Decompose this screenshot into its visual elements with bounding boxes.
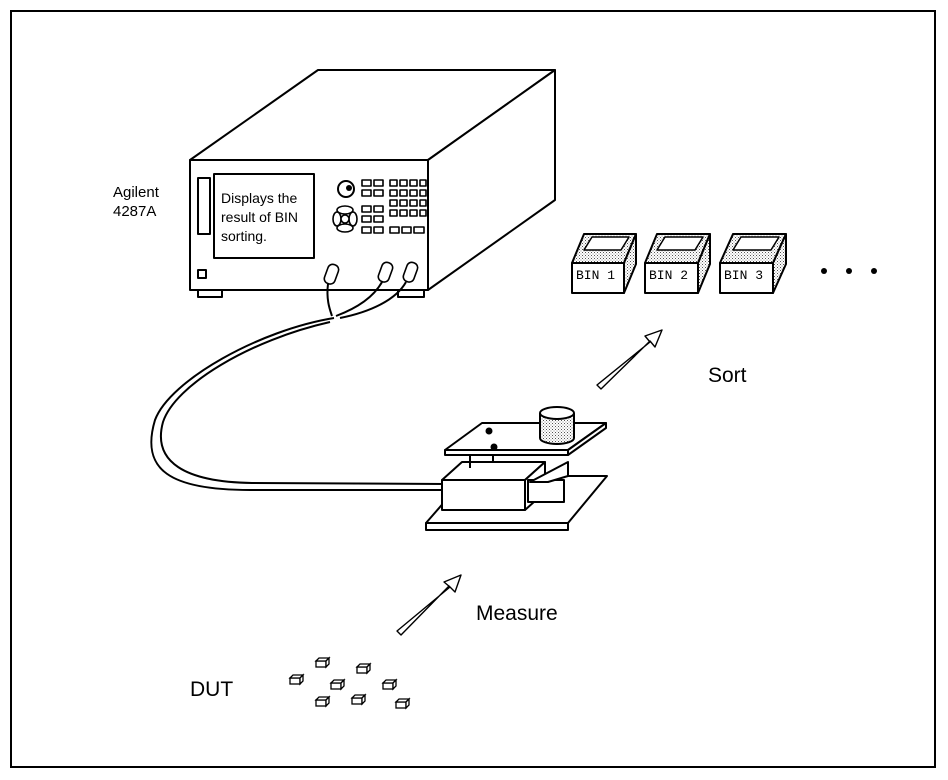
rotary-knob xyxy=(337,180,355,198)
instrument-name-line2: 4287A xyxy=(113,203,157,220)
instrument-display xyxy=(213,173,315,259)
measure-arrow xyxy=(396,574,462,636)
measure-label: Measure xyxy=(476,602,558,625)
keypad xyxy=(361,179,427,234)
sort-arrow xyxy=(596,329,663,390)
test-fixture xyxy=(425,406,608,531)
diagram-frame xyxy=(10,10,936,768)
test-cable xyxy=(150,281,446,491)
instrument-foot-right xyxy=(397,289,425,298)
instrument-name-line1: Agilent xyxy=(113,184,159,201)
more-bins-ellipsis xyxy=(821,268,877,274)
bin-label-3: BIN 3 xyxy=(724,268,764,283)
instrument-name-label: Agilent 4287A xyxy=(113,183,159,221)
bin-box-2 xyxy=(644,233,711,294)
fixture-block xyxy=(441,479,526,511)
dut-chips xyxy=(288,656,411,710)
instrument-slot xyxy=(197,177,211,235)
instrument xyxy=(189,69,556,298)
fixture-cylinder xyxy=(539,413,575,445)
bin-boxes xyxy=(571,233,787,294)
arrow-keys xyxy=(332,205,358,233)
display-caption: Displays the result of BIN sorting. xyxy=(221,190,299,244)
power-button xyxy=(197,269,207,279)
instrument-foot-left xyxy=(197,289,223,298)
bin-box-1 xyxy=(571,233,637,294)
bin-label-1: BIN 1 xyxy=(576,268,616,283)
sort-label: Sort xyxy=(708,364,747,387)
connectors xyxy=(323,261,419,285)
bin-box-3 xyxy=(719,233,787,294)
bin-label-2: BIN 2 xyxy=(649,268,689,283)
dut-label: DUT xyxy=(190,678,234,701)
